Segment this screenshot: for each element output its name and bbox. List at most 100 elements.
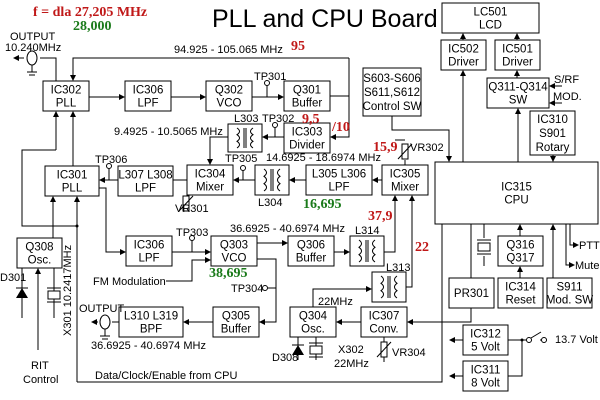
tp305-label: TP305 bbox=[225, 153, 257, 165]
wire bbox=[99, 187, 126, 255]
wire bbox=[166, 257, 211, 282]
l303-label: L303 bbox=[234, 113, 258, 125]
wires bbox=[13, 33, 579, 383]
block-label: VCO bbox=[222, 253, 247, 265]
ptt-label: PTT bbox=[579, 240, 600, 252]
tp301-label: TP301 bbox=[254, 71, 286, 83]
note-div10: /10 bbox=[331, 120, 350, 135]
freq-vco1: 94.925 - 105.065 MHz bbox=[174, 44, 283, 56]
freq-out: 36.6925 - 40.6974 MHz bbox=[91, 340, 206, 352]
block-label: IC307 bbox=[369, 311, 400, 323]
block-label: Control SW bbox=[363, 101, 422, 113]
supply-voltage-label: 13.7 Volt bbox=[555, 334, 598, 346]
block-label: Mod. SW bbox=[546, 295, 593, 307]
l314-label: L314 bbox=[355, 225, 379, 237]
test-point-icon bbox=[106, 163, 112, 169]
block-label: LPF bbox=[138, 253, 159, 265]
freq-lpf: 14.6925 - 18.6974 MHz bbox=[266, 152, 381, 164]
block-label: Q302 bbox=[215, 85, 243, 97]
d308-label: D308 bbox=[272, 352, 298, 364]
test-point-icon bbox=[240, 165, 246, 171]
rit-label: RIT bbox=[31, 360, 49, 372]
freq-note: f = dla 27,205 MHz bbox=[33, 5, 147, 20]
l314-transformer-icon bbox=[349, 235, 385, 267]
test-point-icon bbox=[262, 285, 268, 291]
freq-vco2: 36.6925 - 40.6974 MHz bbox=[230, 223, 345, 235]
block-label: S911 bbox=[556, 282, 582, 294]
note-9-5: 9,5 bbox=[302, 112, 320, 127]
block-label: Buffer bbox=[296, 253, 327, 265]
wire bbox=[565, 224, 575, 268]
block-label: S603-S606 bbox=[363, 73, 421, 85]
x302-label: X302 bbox=[338, 344, 364, 356]
block-label: L310 L319 bbox=[124, 311, 178, 323]
cpu-crystal-icon bbox=[477, 239, 491, 255]
mod-label: MOD. bbox=[553, 91, 582, 103]
output-top-freq: 10.240MHz bbox=[5, 42, 61, 54]
block-label: Q317 bbox=[506, 253, 534, 265]
block-label: Osc. bbox=[28, 255, 52, 267]
wire bbox=[569, 224, 579, 248]
wire bbox=[70, 57, 349, 81]
power-switch-icon[interactable] bbox=[526, 331, 547, 343]
block-label: IC304 bbox=[195, 169, 226, 181]
block-label: LCD bbox=[479, 20, 502, 32]
block-label: Q305 bbox=[222, 311, 250, 323]
note-22: 22 bbox=[415, 240, 429, 255]
freq-div: 9.4925 - 10.5065 MHz bbox=[114, 126, 223, 138]
block-label: S901 bbox=[539, 128, 566, 140]
block-label: SW bbox=[509, 95, 528, 107]
block-label: Buffer bbox=[292, 98, 323, 110]
l303-transformer-icon bbox=[227, 123, 263, 153]
d301-label: D301 bbox=[0, 272, 26, 284]
block-label: IC312 bbox=[470, 329, 501, 341]
freq-note-alt: 28,000 bbox=[73, 19, 112, 34]
vr302-label: VR302 bbox=[410, 142, 444, 154]
block-label: IC305 bbox=[390, 169, 421, 181]
vr301-variable-resistor-icon bbox=[178, 195, 194, 212]
d301-diode-icon bbox=[16, 287, 28, 298]
block-label: L307 L308 bbox=[118, 170, 172, 182]
test-point-icon bbox=[272, 122, 278, 128]
fm-modulation-label: FM Modulation bbox=[93, 276, 166, 288]
block-label: Rotary bbox=[536, 142, 570, 154]
diagram-title: PLL and CPU Board bbox=[212, 5, 438, 33]
rit-control-label: Control bbox=[23, 374, 58, 386]
junction bbox=[520, 338, 524, 342]
block-label: LPF bbox=[135, 183, 156, 195]
vr304-variable-resistor-icon bbox=[376, 341, 392, 358]
block-label: 8 Volt bbox=[471, 378, 501, 390]
vr301-label: VR301 bbox=[175, 203, 209, 215]
wire bbox=[40, 57, 57, 81]
tp306-label: TP306 bbox=[95, 154, 127, 166]
block-label: Q306 bbox=[297, 240, 325, 252]
test-point-icon bbox=[264, 80, 270, 86]
x302-freq-label: 22MHz bbox=[334, 358, 369, 370]
block-label: Reset bbox=[505, 295, 536, 307]
note-16-695: 16,695 bbox=[303, 197, 342, 212]
wire bbox=[21, 149, 77, 227]
wire bbox=[77, 224, 443, 383]
block-label: S611,S612 bbox=[364, 87, 420, 99]
block-label: IC301 bbox=[57, 170, 88, 182]
block-label: IC502 bbox=[448, 44, 479, 56]
data-bus-label: Data/Clock/Enable from CPU bbox=[95, 370, 237, 382]
x302-crystal-icon bbox=[309, 342, 323, 358]
l313-transformer-icon bbox=[371, 271, 407, 303]
